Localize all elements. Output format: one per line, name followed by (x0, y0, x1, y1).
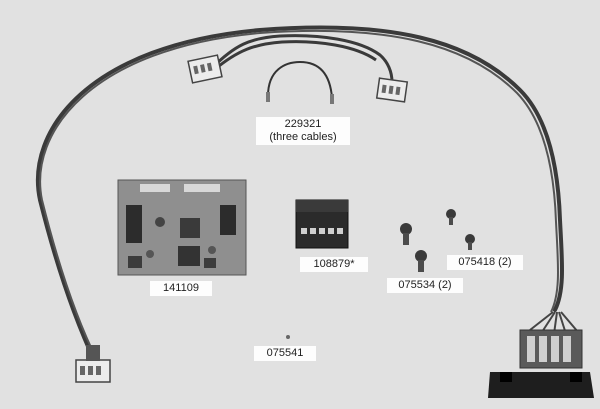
screw-small (446, 209, 456, 225)
cables-part-label: 229321 (three cables) (256, 117, 350, 145)
retaining-ring (286, 335, 290, 339)
terminal-connector (295, 199, 349, 249)
fanout-connector (488, 329, 594, 398)
long-cable (35, 25, 564, 364)
short-cable (210, 34, 394, 83)
cables-part-number: 229321 (284, 118, 322, 130)
circuit-board (117, 179, 247, 276)
screw-large-part-label: 075534 (2) (387, 278, 463, 293)
screw-small-part-label: 075418 (2) (447, 255, 523, 270)
right-cable-connector (375, 77, 409, 103)
jumper-wire (267, 60, 333, 99)
ring-part-label: 075541 (254, 346, 316, 361)
connector-part-label: 108879* (300, 257, 368, 272)
cables-note: (three cables) (269, 131, 337, 143)
bottom-left-connector (75, 345, 111, 383)
screw-large (400, 223, 412, 245)
screw-small (465, 234, 475, 250)
screw-large (415, 250, 427, 272)
left-cable-connector (187, 54, 223, 84)
board-part-label: 141109 (150, 281, 212, 296)
